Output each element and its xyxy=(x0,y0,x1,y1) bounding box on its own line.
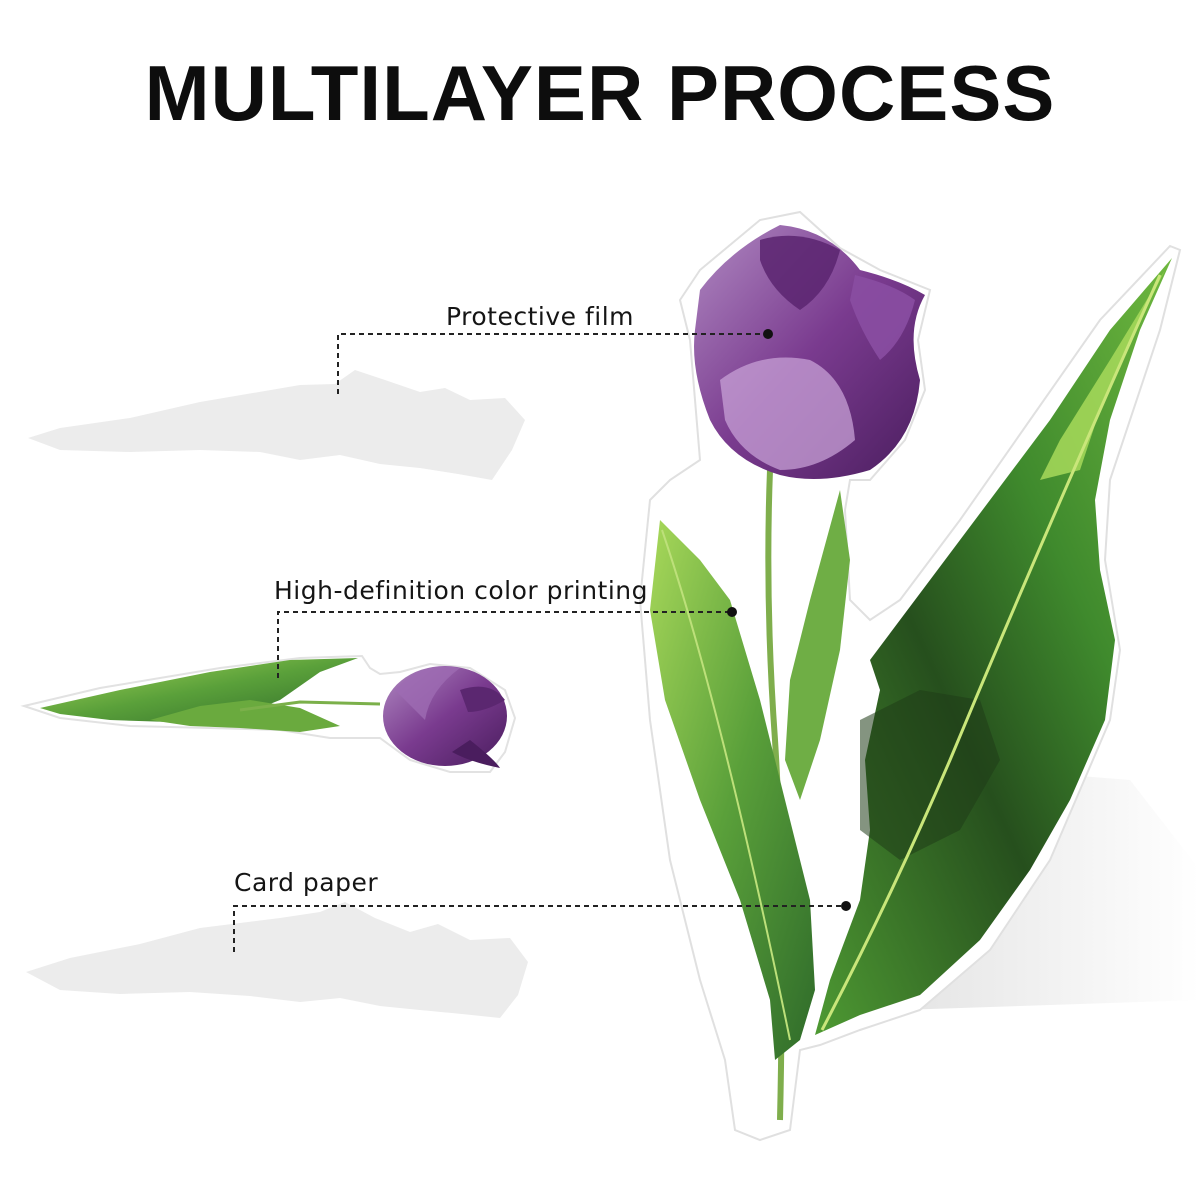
card-paper-layer xyxy=(26,902,528,1018)
printing-dot xyxy=(727,607,737,617)
printing-leader xyxy=(277,611,732,678)
card-paper-label: Card paper xyxy=(234,868,379,897)
protective-film-layer xyxy=(28,370,525,480)
protective-film-leader xyxy=(337,333,768,394)
leader-lines xyxy=(233,333,846,952)
printing-label: High-definition color printing xyxy=(274,576,649,605)
bookmark-main xyxy=(638,210,1182,1142)
protective-film-label: Protective film xyxy=(446,302,635,331)
page-title: MULTILAYER PROCESS xyxy=(144,49,1056,137)
card-paper-leader xyxy=(233,905,846,952)
card-paper-dot xyxy=(841,901,851,911)
printing-layer-tulip xyxy=(20,654,517,773)
protective-film-dot xyxy=(763,329,773,339)
